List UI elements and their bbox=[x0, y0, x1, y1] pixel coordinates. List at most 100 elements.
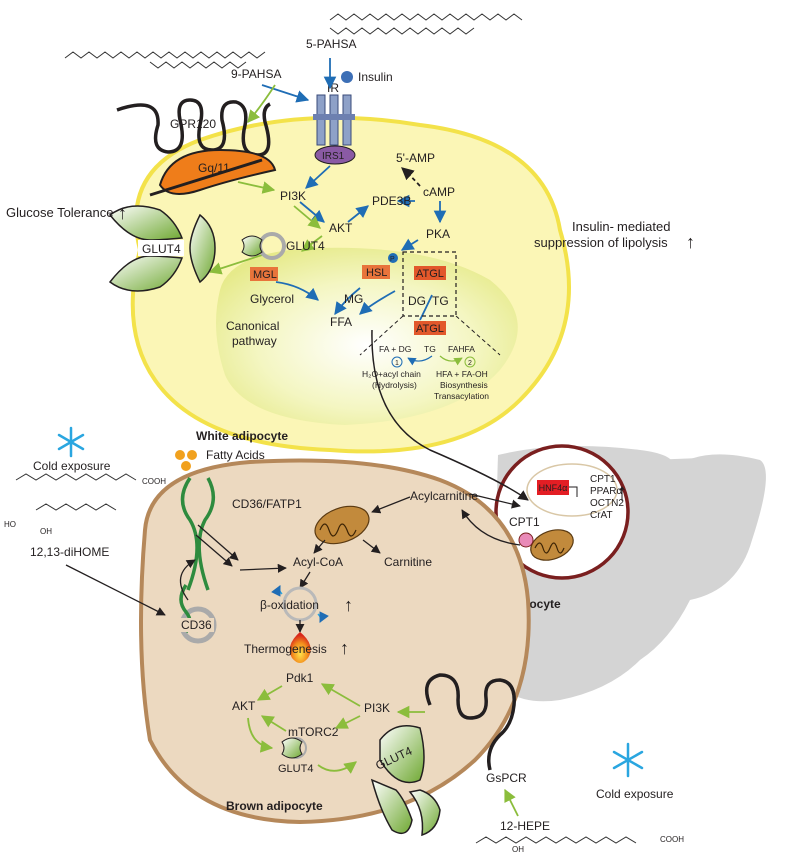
glut4-small-icon bbox=[281, 737, 307, 759]
phospho-label: P bbox=[390, 256, 395, 263]
glucose-tolerance-label: Glucose Tolerance bbox=[6, 205, 113, 220]
pahsa9-structure-top bbox=[64, 51, 266, 59]
gene-crat: CrAT bbox=[590, 510, 613, 521]
arrow-glut4-membrane bbox=[208, 254, 263, 275]
ir-label: IR bbox=[327, 81, 339, 95]
flame-icon bbox=[289, 632, 311, 663]
atgl-label-2: ATGL bbox=[416, 323, 444, 335]
glucose-tolerance-up: ↑ bbox=[118, 203, 127, 223]
arrow-acylcarnitine-liver bbox=[469, 493, 521, 509]
hydrolysis-line-1: H₂O+acyl chain bbox=[362, 369, 421, 379]
arrow-hsl-ffa bbox=[334, 287, 361, 316]
akt-label: AKT bbox=[329, 221, 353, 235]
arrow-akt-pde3b bbox=[347, 205, 369, 223]
mgl-label: MGL bbox=[253, 269, 277, 281]
arrow-cd36-membrane bbox=[179, 559, 196, 601]
arrow-9pahsa-ir bbox=[261, 84, 310, 103]
arrow-dg-mg bbox=[359, 290, 396, 315]
ffa-label: FFA bbox=[330, 315, 352, 329]
glut4-inner-icon bbox=[241, 235, 263, 257]
pahsa5-structure-bottom bbox=[329, 27, 475, 35]
liver-up-arrow: ↑ bbox=[616, 479, 628, 506]
fatty-acid-dot-2 bbox=[187, 450, 197, 460]
snowflake-icon-2 bbox=[612, 742, 644, 778]
camp-label: cAMP bbox=[423, 185, 455, 199]
beta-ox-label: β-oxidation bbox=[260, 598, 319, 612]
cold-exposure-2: Cold exposure bbox=[596, 787, 674, 801]
reaction-fahfa: FAHFA bbox=[448, 344, 475, 354]
arrow-pka-p bbox=[400, 238, 419, 251]
arrow-liver-acylcarnitine bbox=[461, 509, 521, 546]
cycle-arrow-1 bbox=[271, 585, 283, 597]
pka-label: PKA bbox=[426, 227, 450, 241]
gene-ppara: PPARα bbox=[590, 486, 622, 497]
insulin-receptor-icon bbox=[313, 94, 355, 146]
cold-exposure-1: Cold exposure bbox=[33, 459, 111, 473]
acylcoa-label: Acyl-CoA bbox=[293, 555, 343, 569]
gq11-label: Gq/11 bbox=[198, 161, 230, 175]
dihome-cooh: COOH bbox=[142, 477, 166, 486]
pi3k-brown-label: PI3K bbox=[364, 701, 390, 715]
hsl-box bbox=[362, 265, 390, 279]
glut4-label: GLUT4 bbox=[286, 239, 325, 253]
amp5-label: 5'-AMP bbox=[396, 151, 435, 165]
brown-mitochondrion-icon bbox=[314, 505, 370, 545]
arrow-fatp-in-2 bbox=[195, 534, 233, 567]
cd36-label: CD36 bbox=[181, 618, 212, 632]
cd36-label-bg bbox=[178, 618, 214, 632]
hepatocyte-mitochondrion-icon bbox=[530, 529, 574, 561]
biosynthesis-line-3: Transacylation bbox=[434, 391, 489, 401]
reaction-tg: TG bbox=[424, 344, 436, 354]
dihome-structure-bottom bbox=[35, 503, 117, 511]
gspcr-label: GsPCR bbox=[486, 771, 527, 785]
arrow-mito-acylcoa bbox=[313, 539, 326, 554]
irs1-protein bbox=[314, 145, 356, 165]
arrow-tg-dg bbox=[419, 294, 433, 321]
glut4-small-label: GLUT4 bbox=[278, 763, 313, 775]
arrow-biosynthesis bbox=[439, 355, 463, 366]
glut4-transporter-outer-icon bbox=[108, 205, 216, 292]
cpt1-mito-label: CPT1 bbox=[509, 515, 540, 529]
carnitine-label: Carnitine bbox=[384, 555, 432, 569]
arrow-hydrolysis bbox=[407, 355, 433, 366]
akt-brown-label: AKT bbox=[232, 699, 256, 713]
arrow-hepe-gspcr bbox=[504, 788, 519, 817]
arrow-mito-carnitine bbox=[362, 539, 381, 554]
arrow-glut4-membrane-brown bbox=[317, 761, 358, 774]
arrow-ffa-hepatocyte bbox=[371, 329, 529, 501]
arrow-gq-pi3k bbox=[237, 181, 276, 194]
brown-adipocyte-cell bbox=[139, 458, 531, 825]
dg-label: DG bbox=[408, 294, 426, 308]
hepe-structure bbox=[475, 836, 637, 844]
hnf4a-box bbox=[537, 480, 569, 495]
white-nucleus bbox=[216, 247, 518, 425]
arrow-akt-glut4 bbox=[300, 235, 323, 252]
dihome-ho: HO bbox=[4, 520, 16, 529]
canonical-label-2: pathway bbox=[232, 334, 277, 348]
arrow-pdk1-akt bbox=[256, 685, 283, 701]
thermogenesis-up: ↑ bbox=[340, 638, 349, 658]
circle-2-label: 2 bbox=[468, 360, 472, 367]
insulin-mediated-2: suppression of lipolysis bbox=[534, 235, 668, 250]
hsl-label: HSL bbox=[366, 267, 387, 279]
insulin-mediated-1b: mediated bbox=[617, 219, 670, 234]
gene-cpt1: CPT1 bbox=[590, 474, 616, 485]
glut4-outer-bg bbox=[138, 240, 184, 256]
arrow-mgl-glycerol bbox=[275, 281, 319, 301]
pde3b-label: PDE3B bbox=[372, 194, 411, 208]
arrow-fatp-in-1 bbox=[197, 524, 239, 561]
circle-2-icon bbox=[464, 356, 476, 368]
arrow-irs1-pi3k bbox=[305, 165, 331, 189]
reaction-fa-dg: FA + DG bbox=[379, 344, 411, 354]
arrow-dihome-cd36 bbox=[65, 564, 166, 616]
hydrolysis-line-2: (Hydrolysis) bbox=[372, 380, 417, 390]
phospho-icon bbox=[388, 253, 398, 263]
mgl-box bbox=[250, 267, 278, 281]
glycerol-label: Glycerol bbox=[250, 292, 294, 306]
lipolysis-up: ↑ bbox=[686, 232, 695, 252]
snowflake-icon bbox=[57, 426, 85, 458]
dihome-label: 12,13-diHOME bbox=[30, 545, 109, 559]
insulin-molecule-icon bbox=[341, 71, 353, 83]
